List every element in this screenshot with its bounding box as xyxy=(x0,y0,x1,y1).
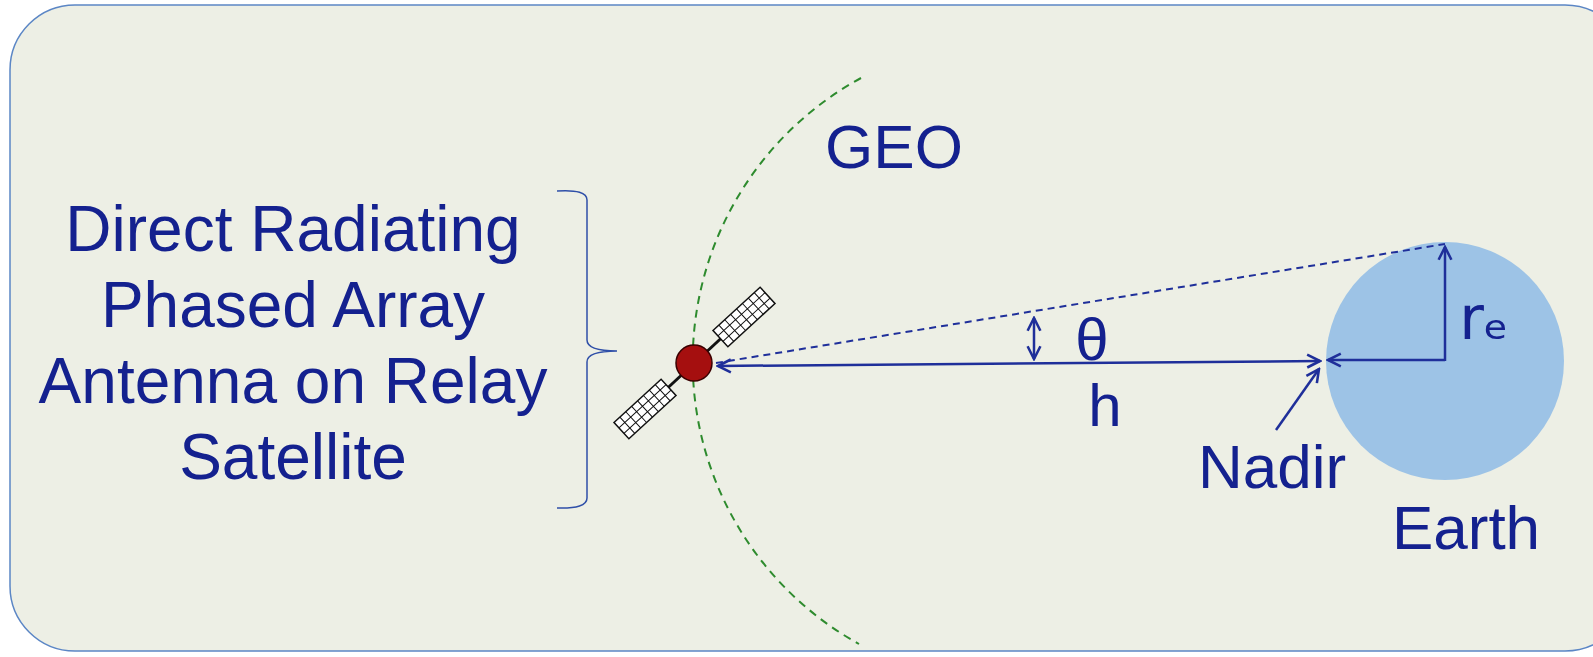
radius-arrow xyxy=(1444,247,1447,361)
body-label: Earth xyxy=(1392,497,1540,559)
altitude-label: h xyxy=(1088,376,1121,436)
orbit-label: GEO xyxy=(825,116,963,178)
earth-circle xyxy=(1326,242,1564,480)
angle-label: θ xyxy=(1075,310,1108,370)
caption-block: Direct Radiating Phased Array Antenna on… xyxy=(23,191,563,495)
point-label: Nadir xyxy=(1198,436,1346,498)
bracket xyxy=(557,191,617,508)
radius-label: rₑ xyxy=(1459,288,1509,348)
satellite-icon xyxy=(614,287,775,439)
altitude-arrow xyxy=(718,361,1320,366)
radius-arrow xyxy=(1328,359,1445,362)
angle-arrow xyxy=(1033,318,1036,359)
background-panel xyxy=(10,5,1593,651)
leader-line xyxy=(1276,369,1319,430)
